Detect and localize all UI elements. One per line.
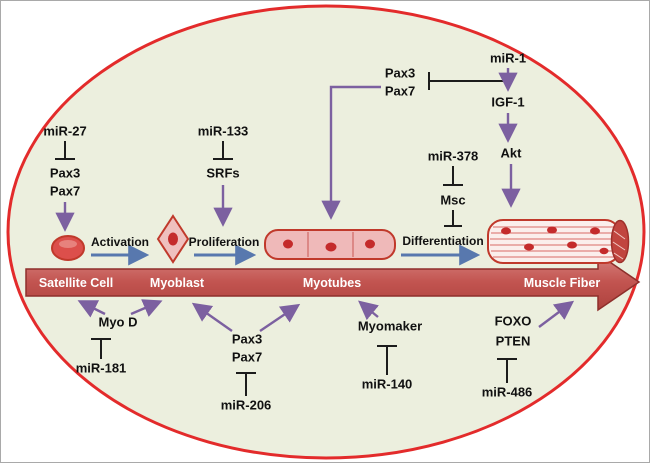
myod-to-myoblast-arrow <box>130 299 163 317</box>
proliferation-label: Proliferation <box>188 235 260 249</box>
mir486-inhibits-foxo-pten-tbar <box>497 358 517 383</box>
pax-bottom-to-myoblast-arrow <box>191 302 233 332</box>
pax-bottom-to-myotubes-arrow <box>259 303 301 332</box>
differentiation-label: Differentiation <box>402 234 484 248</box>
pax7-left-label: Pax7 <box>49 183 81 199</box>
mir-140-label: miR-140 <box>361 376 413 392</box>
mir-181-label: miR-181 <box>75 360 127 376</box>
foxo-label: FOXO <box>494 313 532 329</box>
pten-label: PTEN <box>495 333 531 349</box>
myomaker-label: Myomaker <box>357 318 423 334</box>
stage-satellite-cell-label: Satellite Cell <box>38 275 114 290</box>
myomaker-to-myotubes-arrow <box>358 300 379 321</box>
mir-27-label: miR-27 <box>43 123 87 139</box>
pax-to-myotubes-bent-arrow <box>321 85 381 220</box>
myoblast-shape <box>156 214 190 264</box>
msc-inhibits-differentiation-tbar <box>444 210 462 227</box>
myod-label: Myo D <box>98 314 138 330</box>
mir-378-label: miR-378 <box>427 148 479 164</box>
mir-486-label: miR-486 <box>481 384 533 400</box>
igf-1-label: IGF-1 <box>491 94 525 110</box>
stage-myotubes-label: Myotubes <box>302 275 362 290</box>
mir140-inhibits-myomaker-tbar <box>377 345 397 375</box>
pax7-bottom-label: Pax7 <box>231 349 263 365</box>
progression-banner-arrow <box>25 252 641 312</box>
pax3-bottom-label: Pax3 <box>231 331 263 347</box>
mir-1-label: miR-1 <box>489 50 527 66</box>
satellite-cell-shape <box>51 235 85 261</box>
mir378-inhibits-msc-tbar <box>443 166 463 186</box>
pax3-left-label: Pax3 <box>49 165 81 181</box>
stage-myoblast-label: Myoblast <box>149 275 205 290</box>
mir-206-label: miR-206 <box>220 397 272 413</box>
mir181-inhibits-myod-tbar <box>91 338 111 359</box>
foxo-pten-to-muscle-fiber-arrow <box>538 300 575 328</box>
myotubes-shape <box>264 229 396 260</box>
activation-label: Activation <box>90 235 150 249</box>
akt-label: Akt <box>500 145 522 161</box>
muscle-fiber-shape <box>487 219 630 264</box>
mir27-inhibits-pax-tbar <box>55 141 75 160</box>
mir1-inhibits-pax-tbar <box>428 72 506 90</box>
myod-to-satellite-cell-arrow <box>77 300 106 318</box>
pax3-top-label: Pax3 <box>384 65 416 81</box>
msc-label: Msc <box>440 192 466 208</box>
stage-muscle-fiber-label: Muscle Fiber <box>523 275 601 290</box>
pax7-top-label: Pax7 <box>384 83 416 99</box>
srfs-label: SRFs <box>206 165 240 181</box>
muscle-fiber-end-cap <box>610 219 630 264</box>
mir206-inhibits-pax-tbar <box>236 372 256 396</box>
mir133-inhibits-srfs-tbar <box>213 141 233 160</box>
mir-133-label: miR-133 <box>197 123 249 139</box>
